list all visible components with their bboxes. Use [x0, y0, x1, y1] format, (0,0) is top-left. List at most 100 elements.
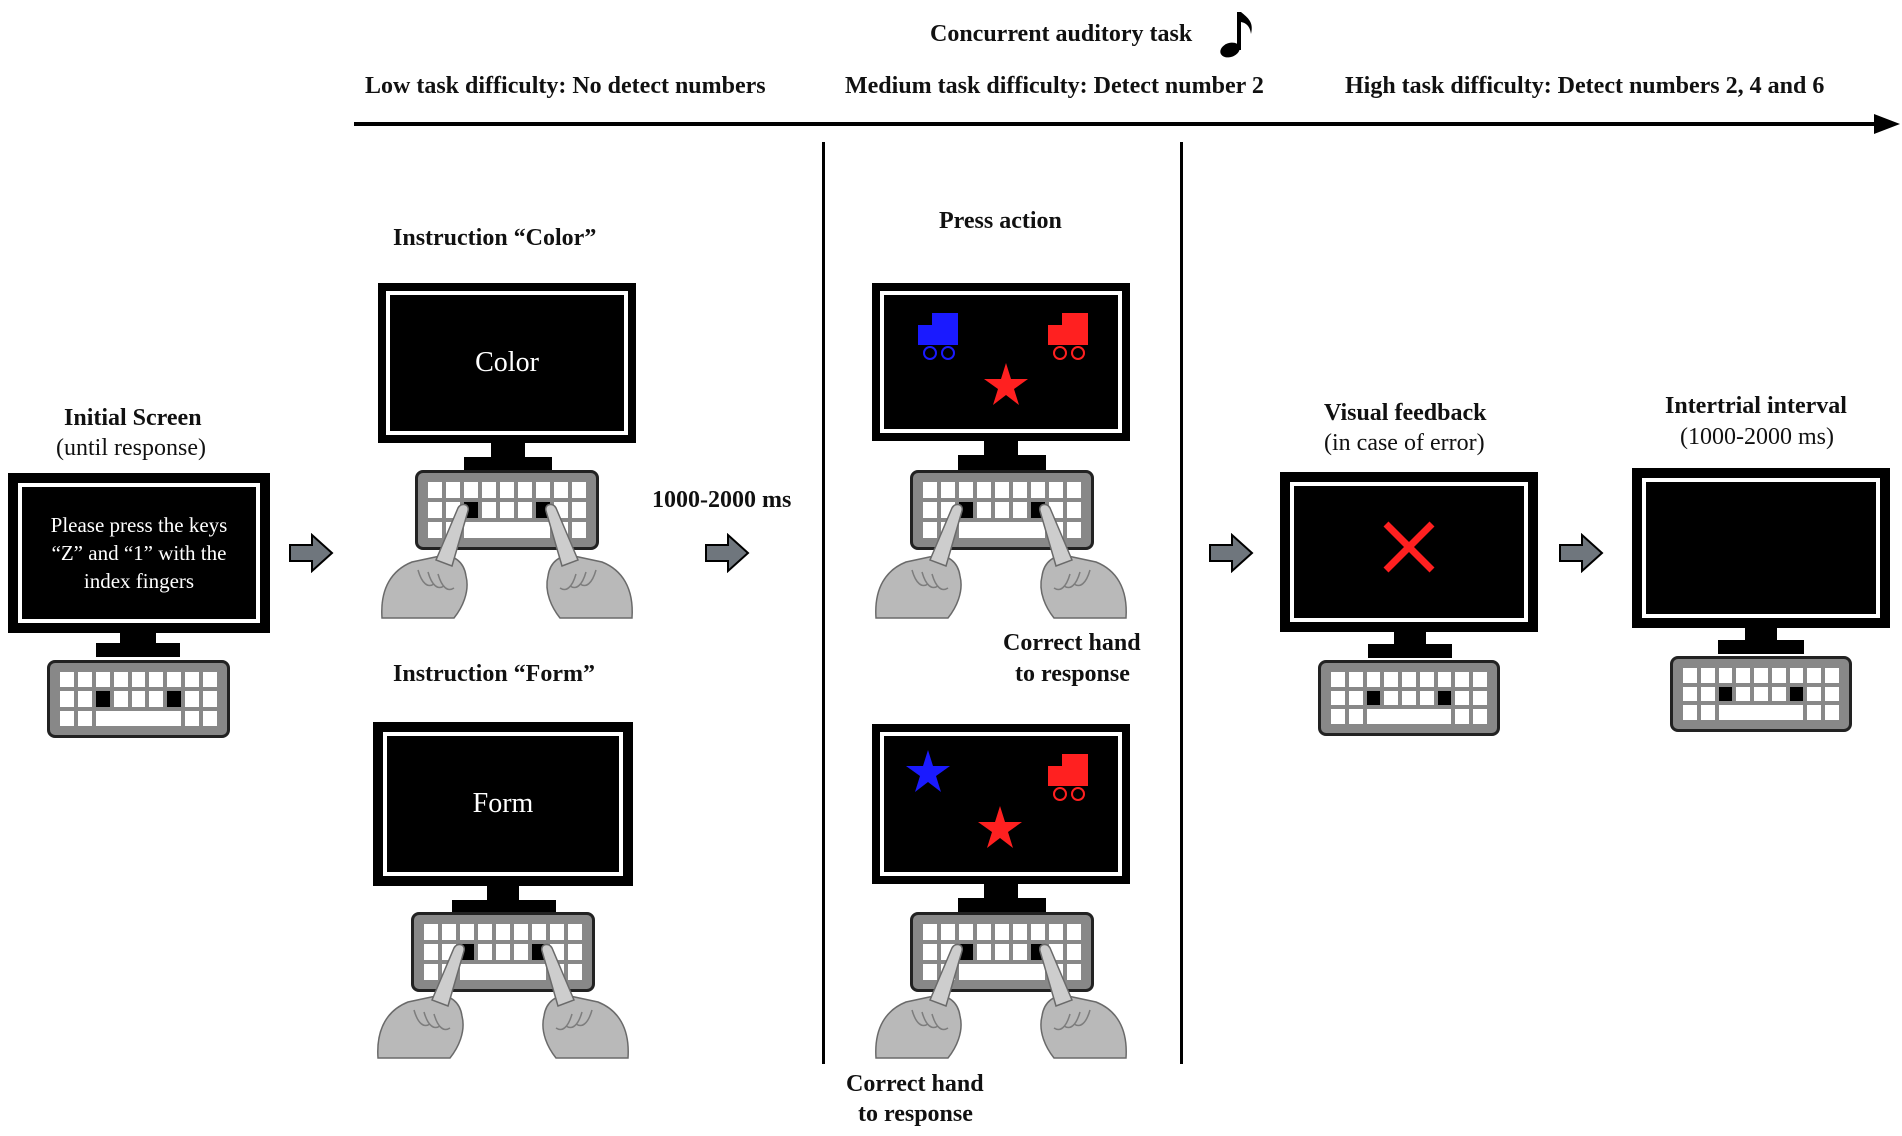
- keyboard-key: [496, 944, 510, 960]
- instruction-form-monitor: Form: [373, 722, 633, 886]
- keyboard-key: [1348, 672, 1363, 687]
- iti-subtitle: (1000-2000 ms): [1680, 424, 1834, 450]
- keyboard-key: [460, 924, 474, 940]
- keyboard-key: [1067, 924, 1081, 940]
- keyboard-key: [1331, 709, 1345, 724]
- keyboard-key: [568, 964, 582, 980]
- instruction-form-screen-text: Form: [472, 788, 534, 819]
- auditory-task-title: Concurrent auditory task: [930, 21, 1193, 47]
- difficulty-high: High task difficulty: Detect numbers 2, …: [1345, 73, 1825, 99]
- keyboard-key: [1013, 502, 1027, 518]
- flow-arrow-2: [705, 533, 750, 573]
- keyboard-key: [1455, 672, 1470, 687]
- red-truck-icon: [1048, 754, 1088, 801]
- instruction-color-screen-text: Color: [475, 347, 539, 378]
- keyboard-key: [424, 964, 438, 980]
- hands-image: [381, 503, 633, 619]
- delay-label: 1000-2000 ms: [652, 487, 792, 513]
- keyboard-key: [923, 482, 937, 498]
- flow-arrow-1: [289, 533, 334, 573]
- keyboard-key: [482, 482, 496, 498]
- keyboard-key: [1718, 668, 1733, 683]
- blue-truck-icon: [918, 313, 958, 360]
- feedback-title: Visual feedback: [1324, 400, 1487, 426]
- keyboard-key: [1473, 672, 1487, 687]
- keyboard-key: [1437, 672, 1452, 687]
- difficulty-low: Low task difficulty: No detect numbers: [365, 73, 766, 99]
- instruction-color-monitor: Color: [378, 283, 636, 443]
- press-caption-bottom-line-1: Correct hand: [846, 1071, 984, 1097]
- keyboard-key: [1402, 672, 1416, 687]
- press-caption-top-line-2: to response: [1015, 661, 1130, 687]
- keyboard-key: [95, 672, 110, 688]
- keyboard-key: [1683, 686, 1697, 702]
- response-key: [95, 691, 110, 707]
- keyboard-key: [1419, 690, 1434, 706]
- flow-arrow-4: [1559, 533, 1604, 573]
- keyboard-key: [131, 672, 146, 688]
- press-title: Press action: [939, 208, 1062, 234]
- keyboard-key: [1031, 482, 1045, 498]
- keyboard-key: [149, 672, 164, 688]
- keyboard-key: [995, 944, 1009, 960]
- separator-right: [1180, 142, 1183, 1064]
- keyboard-key: [1736, 686, 1751, 702]
- keyboard-key: [1825, 686, 1839, 702]
- keyboard-key: [1807, 668, 1822, 683]
- keyboard-key: [185, 672, 200, 688]
- keyboard-key: [1049, 924, 1063, 940]
- hands-image: [875, 503, 1127, 619]
- initial-screen-line-3: index fingers: [83, 569, 195, 593]
- keyboard-key: [77, 691, 92, 707]
- keyboard-key: [1825, 668, 1839, 683]
- keyboard-key: [1700, 705, 1715, 720]
- keyboard-key: [1366, 672, 1381, 687]
- hands-image: [875, 943, 1127, 1059]
- keyboard-key: [500, 482, 514, 498]
- keyboard-key: [550, 924, 564, 940]
- keyboard-key: [1825, 705, 1839, 720]
- keyboard-key: [478, 924, 492, 940]
- keyboard-key: [995, 924, 1009, 940]
- response-key: [1718, 686, 1733, 702]
- initial-keyboard: [47, 660, 230, 738]
- press-caption-bottom-line-2: to response: [858, 1101, 973, 1127]
- keyboard-key: [572, 522, 586, 538]
- iti-title: Intertrial interval: [1665, 393, 1847, 419]
- keyboard-key: [1771, 686, 1786, 702]
- keyboard-key: [1473, 709, 1487, 724]
- instruction-color-title: Instruction “Color”: [393, 225, 597, 251]
- keyboard-key: [60, 672, 74, 688]
- initial-screen-line-2: “Z” and “1” with the: [51, 541, 227, 565]
- music-note-icon: [1220, 12, 1252, 58]
- keyboard-key: [1771, 668, 1786, 683]
- keyboard-key: [1348, 709, 1363, 724]
- keyboard-key: [446, 482, 460, 498]
- keyboard-key: [1718, 705, 1804, 720]
- keyboard-key: [1419, 672, 1434, 687]
- keyboard-key: [959, 924, 973, 940]
- keyboard-key: [572, 482, 586, 498]
- red-star-icon: [984, 363, 1028, 405]
- keyboard-key: [1067, 482, 1081, 498]
- keyboard-key: [572, 502, 586, 518]
- keyboard-key: [518, 482, 532, 498]
- initial-title: Initial Screen: [64, 405, 202, 431]
- keyboard-key: [167, 672, 182, 688]
- keyboard-key: [77, 710, 92, 726]
- keyboard-key: [1013, 924, 1027, 940]
- response-key: [959, 502, 973, 518]
- initial-subtitle: (until response): [56, 435, 206, 461]
- keyboard-key: [1754, 686, 1768, 702]
- keyboard-key: [478, 944, 492, 960]
- keyboard-key: [1384, 690, 1399, 706]
- keyboard-key: [95, 710, 182, 726]
- keyboard-key: [1473, 690, 1487, 706]
- initial-monitor: Please press the keys “Z” and “1” with t…: [8, 473, 270, 633]
- keyboard-key: [1384, 672, 1399, 687]
- keyboard-key: [1455, 709, 1470, 724]
- keyboard-key: [977, 924, 991, 940]
- keyboard-key: [995, 482, 1009, 498]
- keyboard-key: [1754, 668, 1768, 683]
- press-caption-top-line-1: Correct hand: [1003, 630, 1141, 656]
